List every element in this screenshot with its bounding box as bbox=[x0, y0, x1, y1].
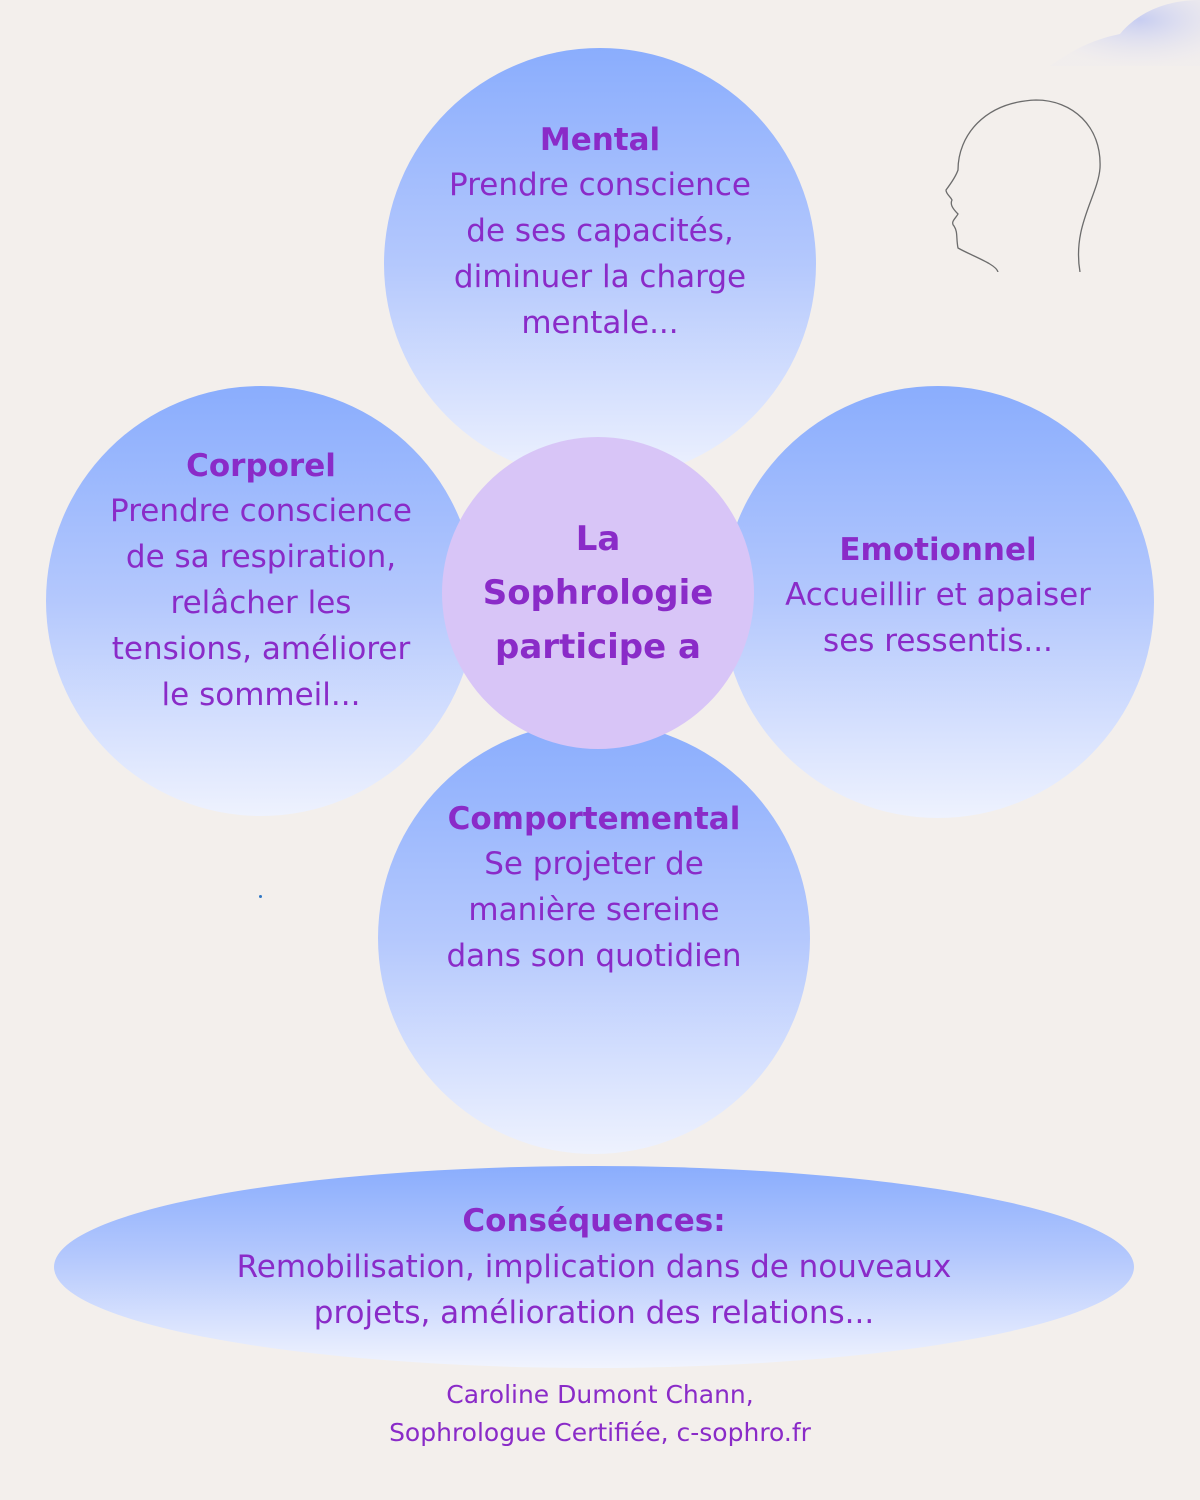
footer-credit: Caroline Dumont Chann, Sophrologue Certi… bbox=[0, 1376, 1200, 1452]
mental-circle: Mental Prendre conscience de ses capacit… bbox=[384, 48, 816, 480]
corporel-circle: Corporel Prendre conscience de sa respir… bbox=[46, 386, 476, 816]
head-profile-icon bbox=[945, 99, 1101, 272]
corporel-description: Prendre conscience de sa respiration, re… bbox=[110, 493, 412, 713]
emotionnel-description: Accueillir et apaiser ses ressentis... bbox=[785, 577, 1091, 659]
consequences-title: Conséquences: bbox=[462, 1203, 726, 1239]
comportemental-title: Comportemental bbox=[447, 801, 741, 837]
emotionnel-title: Emotionnel bbox=[839, 532, 1037, 568]
decorative-dot bbox=[259, 895, 262, 898]
consequences-ellipse: Conséquences: Remobilisation, implicatio… bbox=[54, 1166, 1134, 1368]
emotionnel-circle: Emotionnel Accueillir et apaiser ses res… bbox=[722, 386, 1154, 818]
footer-website: Sophrologue Certifiée, c-sophro.fr bbox=[389, 1418, 811, 1447]
mental-description: Prendre conscience de ses capacités, dim… bbox=[449, 167, 751, 341]
center-circle: La Sophrologie participe a bbox=[442, 437, 754, 749]
consequences-description: Remobilisation, implication dans de nouv… bbox=[236, 1249, 952, 1331]
corporel-title: Corporel bbox=[186, 448, 336, 484]
mental-title: Mental bbox=[539, 122, 661, 158]
comportemental-circle: Comportemental Se projeter de manière se… bbox=[378, 722, 810, 1154]
cloud-decoration-icon bbox=[1050, 0, 1200, 66]
footer-author: Caroline Dumont Chann, bbox=[446, 1380, 754, 1409]
center-title: La Sophrologie participe a bbox=[482, 519, 714, 667]
comportemental-description: Se projeter de manière sereine dans son … bbox=[446, 846, 742, 974]
